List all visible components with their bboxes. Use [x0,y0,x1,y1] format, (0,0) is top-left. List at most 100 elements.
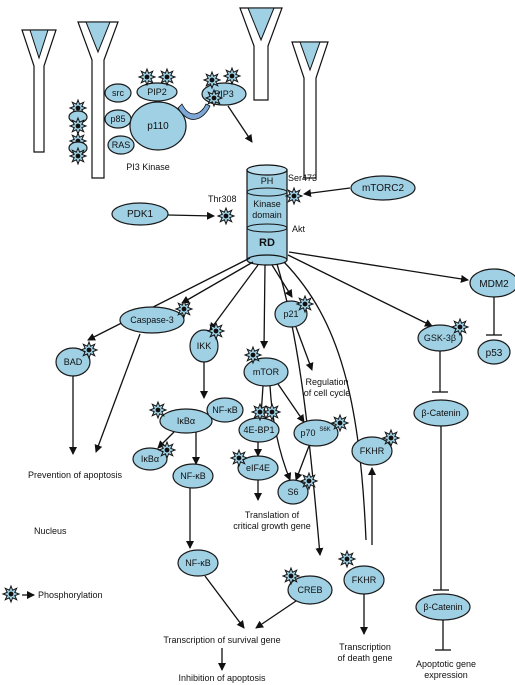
phospho-star-icon [338,550,356,568]
bad-label: BAD [64,357,83,367]
nfkb-nucleus-group: NF-κB [177,549,245,629]
regulation-label-1: Regulation [305,377,348,387]
receptor-2 [77,21,119,179]
phospho-star-icon [217,207,235,225]
caspase3-group: Caspase-3 [94,300,193,453]
mtorc2-node [350,175,416,201]
phospho-star-icon [207,322,225,340]
ikk-group: IKK [189,322,225,399]
pip3-group: PIP3 [201,67,247,107]
ser473-label: Ser473 [288,173,317,183]
nfkb-free-group: NF-κB [172,463,214,549]
p53-label: p53 [486,348,503,359]
bad-group: BAD [55,341,98,455]
src-label: src [112,88,124,98]
ikba-free-label: IκBα [141,454,159,464]
rd-label: RD [259,237,275,249]
src-node [104,83,132,103]
translation-label-2: critical growth gene [233,521,311,531]
apoptotic-label-2: expression [424,670,468,680]
pi3-kinase-label: PI3 Kinase [126,162,170,172]
fkhr-upper-group: FKHR [351,429,400,545]
bcatenin-upper-group: β-Catenin [413,399,469,591]
nfkb-complex-node [206,397,244,423]
transcription-death-label-1: Transcription [339,642,391,652]
phospho-star-icon [244,346,262,364]
phospho-star-icon [223,67,241,85]
phospho-star-icon [80,341,98,359]
p53-node [477,339,511,365]
fkhr-upper-label: FKHR [360,446,385,456]
pip3-label: PIP3 [214,89,234,99]
creb-label: CREB [297,585,322,595]
s6-label: S6 [287,487,298,497]
p85-label: p85 [110,114,125,124]
phospho-star-icon [175,300,193,318]
ikk-label: IKK [197,341,212,351]
inhibition-apoptosis-label: Inhibition of apoptosis [178,673,266,683]
phospho-star-icon [138,68,156,86]
phosphorylation-legend: Phosphorylation [2,585,103,603]
nfkb-complex-label: NF-κB [212,405,238,415]
ikba-free-node [132,447,168,471]
phospho-star-icon [331,414,349,432]
pdk1-label: PDK1 [127,209,154,220]
mdm2-label: MDM2 [479,279,509,290]
receptor-phospho-stack [68,99,88,165]
ikba-complex-node [159,408,213,434]
caspase3-node [119,306,185,334]
creb-group: CREB [255,567,333,629]
p21-label: p21 [283,309,298,319]
mtor-label: mTOR [253,367,280,377]
ebp1-group: 4E-BP1 [238,403,281,457]
regulation-label-2: of cell cycle [304,388,351,398]
nfkb-free-label: NF-κB [180,471,206,481]
phospho-star-icon [300,472,318,490]
fkhr-lower-group: FKHR [338,550,385,635]
bcatenin-upper-label: β-Catenin [421,408,460,418]
p70-superscript-label: S6K [319,427,330,433]
pdk1-group: PDK1 [111,202,215,226]
mtorc2-label: mTORC2 [362,183,404,194]
bcatenin-lower-label: β-Catenin [423,602,462,612]
mdm2-group: MDM2 p53 [288,251,515,365]
pdk1-node [111,202,169,226]
domain-label: domain [252,210,282,220]
bcatenin-lower-group: β-Catenin [415,593,471,651]
ph-label: PH [261,176,274,186]
conversion-arrow-icon [177,103,211,120]
thr308-label: Thr308 [208,194,237,204]
phospho-star-icon [158,441,176,459]
pip2-group: PIP2 [136,68,178,102]
p110-label: p110 [147,121,169,132]
caspase3-label: Caspase-3 [130,315,174,325]
transcription-survival-label: Transcription of survival gene [163,635,280,645]
fkhr-upper-node [351,436,393,466]
eif4e-group: eIF4E [230,449,279,501]
phospho-star-icon [296,295,314,313]
receptor-4 [291,41,329,179]
phospho-star-icon [230,449,248,467]
arrow-pdk1-thr308 [167,211,215,220]
arrow-pip3-akt [227,105,253,143]
nfkb-free-node [172,463,214,489]
nfkb-nucleus-label: NF-κB [185,558,211,568]
gsk3b-group: GSK-3β [417,318,469,393]
pip2-node [136,82,178,102]
phosphorylation-legend-label: Phosphorylation [38,590,103,600]
p70-label: p70 [300,428,315,438]
phospho-star-icon [282,567,300,585]
nucleus-label: Nucleus [34,526,67,536]
akt-outgoing-arrows [87,254,433,556]
phospho-star-icon [2,585,20,603]
creb-node [287,575,333,605]
phospho-star-icon [263,403,281,421]
s6-node [277,479,309,505]
nfkb-nucleus-node [177,549,219,577]
pi3-kinase-complex: src p85 RAS p110 PI3 Kinase [104,83,187,172]
receptor-1 [21,29,57,153]
s6-group: S6 [277,472,318,505]
pip2-label: PIP2 [147,87,167,97]
gsk3b-label: GSK-3β [424,333,456,343]
